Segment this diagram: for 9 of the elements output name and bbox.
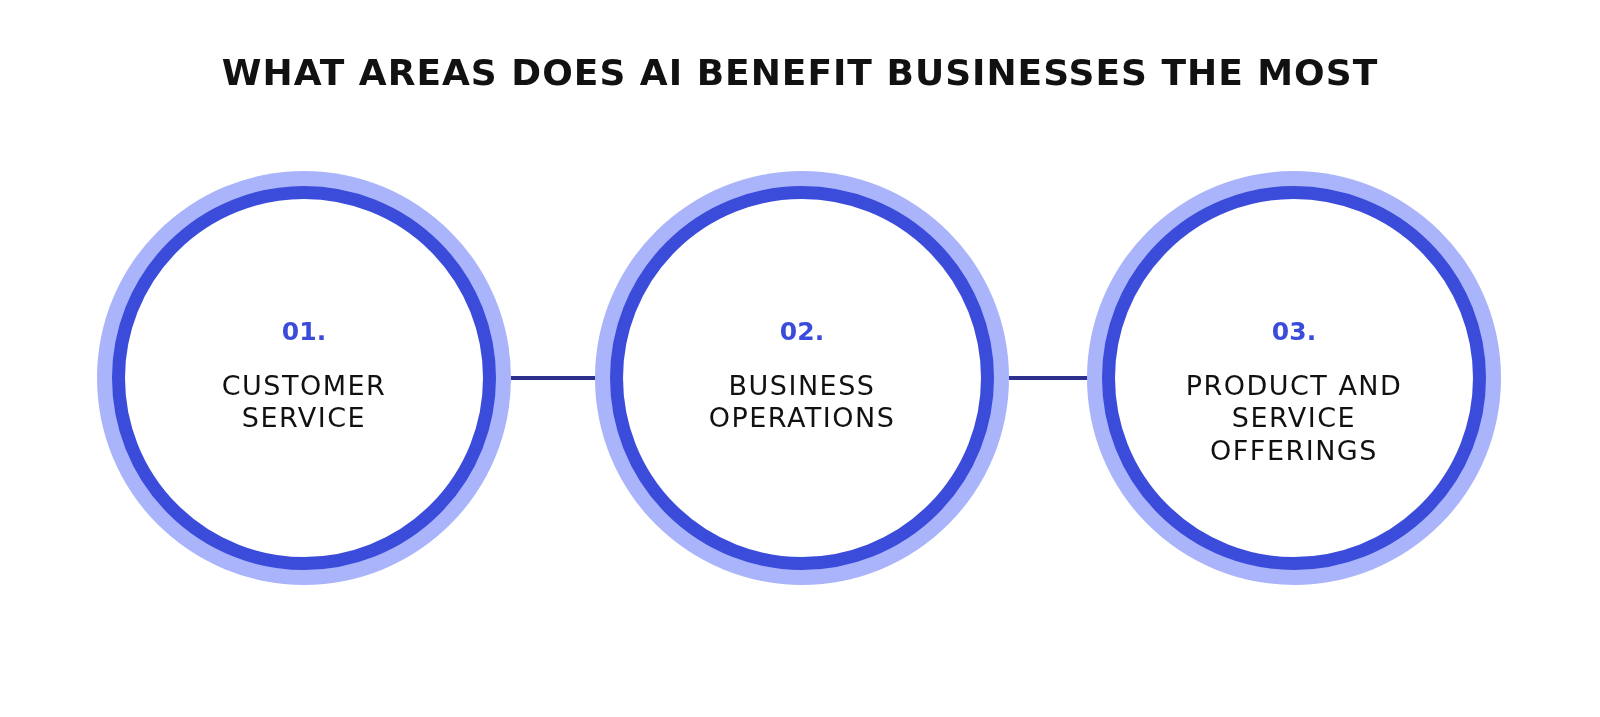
connector-line [1009,376,1087,380]
step-number: 03. [1271,317,1317,346]
node-label: PRODUCT AND SERVICE OFFERINGS [1184,370,1404,468]
node-label: CUSTOMER SERVICE [220,370,388,435]
node-label: BUSINESS OPERATIONS [707,370,897,435]
connector-line [511,376,595,380]
step-number: 02. [779,317,825,346]
diagram-title: WHAT AREAS DOES AI BENEFIT BUSINESSES THE MOST [220,52,1380,93]
step-number: 01. [281,317,327,346]
